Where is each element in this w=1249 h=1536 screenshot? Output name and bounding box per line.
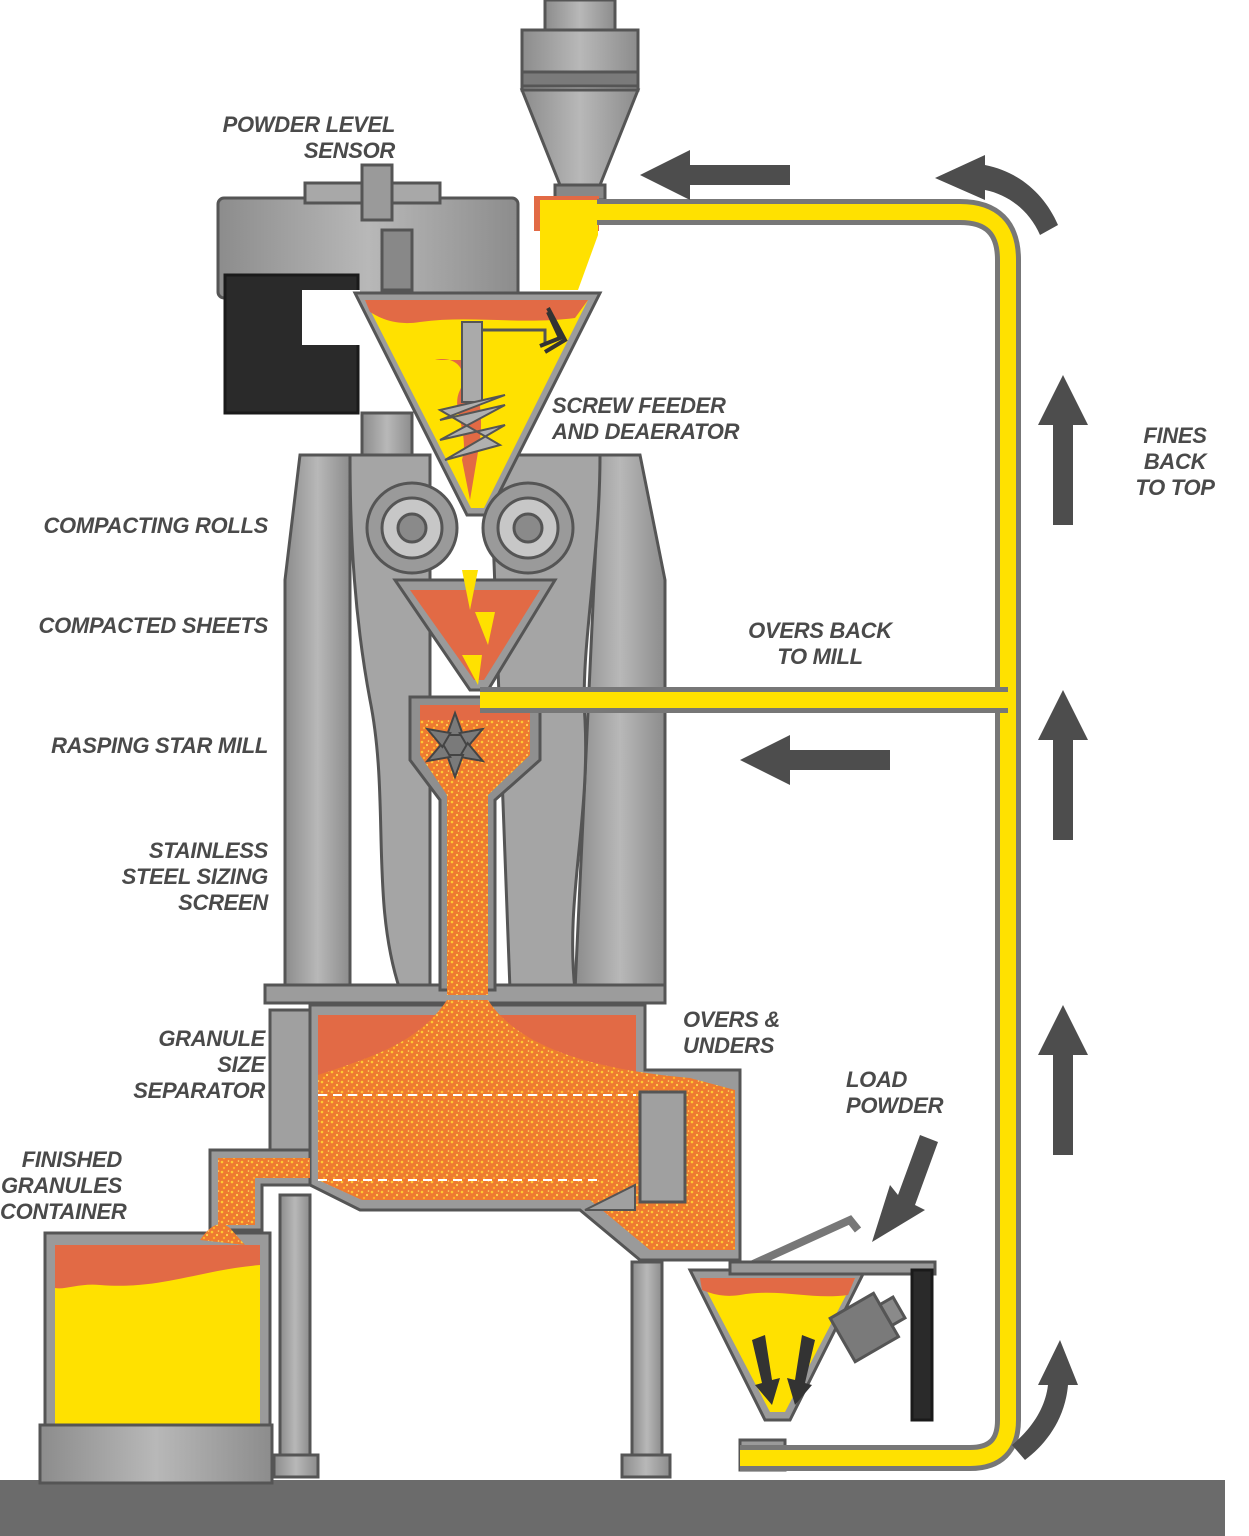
finished-container xyxy=(38,1148,312,1485)
label-rasping-star-mill: RASPING STAR MILL xyxy=(51,733,268,758)
label-screw-feeder: SCREW FEEDER AND DEAERATOR xyxy=(552,393,740,444)
label-compacting-rolls: COMPACTING ROLLS xyxy=(43,513,268,538)
floor xyxy=(0,1480,1225,1536)
cyclone-hopper xyxy=(519,0,641,202)
curved-arrow-bottom xyxy=(1012,1340,1078,1460)
fines-return-pipe xyxy=(597,199,1021,1471)
machine-legs xyxy=(272,1193,672,1479)
star-mill xyxy=(408,695,542,995)
curved-arrow-top xyxy=(935,155,1058,235)
arrow-hopper-right xyxy=(787,1335,815,1405)
arrow-hopper-left xyxy=(752,1335,780,1405)
screw-feeder xyxy=(437,311,563,461)
arrow-screw xyxy=(543,307,568,354)
label-compacted-sheets: COMPACTED SHEETS xyxy=(38,613,269,638)
label-load-powder: LOAD POWDER xyxy=(846,1067,944,1118)
label-overs-unders: OVERS & UNDERS xyxy=(683,1007,780,1058)
arrow-up-2 xyxy=(1038,690,1088,840)
label-overs-back: OVERS BACK TO MILL xyxy=(748,618,892,669)
arrow-up-3 xyxy=(1038,1005,1088,1155)
flow-arrows xyxy=(543,150,1088,1460)
label-powder-level-sensor: POWDER LEVEL SENSOR xyxy=(222,112,396,163)
label-finished-container: FINISHED GRANULES CONTAINER xyxy=(0,1147,127,1224)
label-fines-back: FINES BACK TO TOP xyxy=(1135,423,1215,500)
arrow-left-mill xyxy=(740,735,890,785)
machine-body xyxy=(263,411,667,1005)
sensor-housing xyxy=(216,163,520,415)
granule-separator xyxy=(268,1000,742,1262)
arrow-up-1 xyxy=(1038,375,1088,525)
label-sizing-screen: STAINLESS STEEL SIZING SCREEN xyxy=(121,838,269,915)
arrow-left-top xyxy=(640,150,790,200)
compacting-rolls xyxy=(365,481,575,575)
arrow-load-powder xyxy=(872,1135,938,1242)
label-granule-separator: GRANULE SIZE SEPARATOR xyxy=(133,1026,265,1103)
